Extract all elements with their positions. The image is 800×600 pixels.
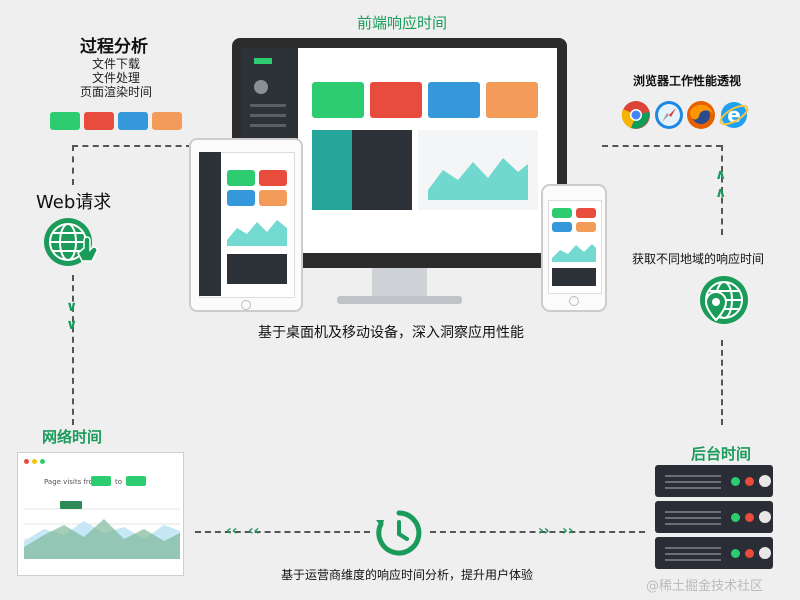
chevron-down-icon: ∨ (66, 317, 78, 333)
region-time-label: 获取不同地域的响应时间 (632, 252, 765, 266)
web-request-label: Web请求 (36, 192, 112, 213)
phone-device (541, 184, 607, 312)
mini-card-green (50, 112, 80, 130)
flow-line-right-upper (721, 145, 723, 235)
network-time-label: 网络时间 (42, 428, 103, 446)
flow-line-left-upper (72, 145, 74, 185)
flow-line-left-lower (72, 275, 74, 425)
safari-icon (655, 101, 683, 129)
flow-line-bottom-left (195, 531, 370, 533)
chevron-left-icon: ‹‹ (226, 523, 238, 539)
chevron-right-icon: ›› (562, 523, 574, 539)
process-item-processing: 文件处理 (92, 71, 141, 85)
process-analysis-title: 过程分析 (80, 37, 148, 57)
flow-line-top-right (602, 145, 722, 147)
flow-line-bottom-right (430, 531, 645, 533)
chevron-right-icon: ›› (538, 523, 550, 539)
server-icon (655, 537, 773, 569)
globe-pin-icon (700, 276, 748, 324)
mini-card-blue (118, 112, 148, 130)
ie-icon: e (719, 102, 749, 128)
server-icon (655, 501, 773, 533)
network-chart-to-word: to (115, 478, 123, 486)
chevron-up-icon: ∧ (715, 185, 727, 201)
tablet-device (189, 138, 303, 312)
clock-refresh-icon (376, 510, 422, 556)
chrome-icon (621, 101, 650, 129)
flow-line-top-left (72, 145, 192, 147)
chevron-up-icon: ∧ (715, 167, 727, 183)
process-item-render: 页面渲染时间 (80, 85, 153, 99)
devices-caption: 基于桌面机及移动设备，深入洞察应用性能 (258, 325, 524, 341)
process-item-download: 文件下载 (92, 57, 141, 71)
network-chart-window: Page visits from to (17, 452, 184, 576)
network-date-to-dropdown[interactable] (126, 476, 146, 486)
watermark: @稀土掘金技术社区 (646, 579, 764, 594)
mini-card-red (84, 112, 114, 130)
flow-line-right-lower (721, 340, 723, 425)
chevron-left-icon: ‹‹ (248, 523, 260, 539)
chevron-down-icon: ∨ (66, 299, 78, 315)
firefox-icon (687, 101, 715, 129)
backend-time-label: 后台时间 (691, 445, 752, 463)
globe-hand-icon (44, 218, 98, 266)
mini-card-orange (152, 112, 182, 130)
front-end-response-title: 前端响应时间 (357, 14, 448, 32)
browser-perf-label: 浏览器工作性能透视 (633, 74, 742, 88)
network-area-chart (24, 501, 180, 559)
network-chart-title: Page visits from (44, 478, 100, 486)
bottom-caption: 基于运营商维度的响应时间分析，提升用户体验 (281, 568, 534, 582)
network-date-from-dropdown[interactable] (91, 476, 111, 486)
server-icon (655, 465, 773, 497)
